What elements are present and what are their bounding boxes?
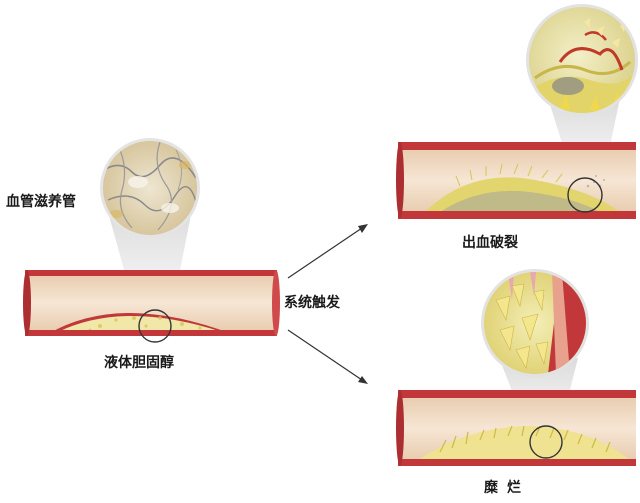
vessel-rupture bbox=[396, 142, 636, 219]
vessel-opening-left bbox=[23, 270, 31, 336]
arrowhead-erosion bbox=[358, 376, 368, 384]
vessel-left bbox=[23, 270, 280, 342]
vasa-vasorum-label: 血管滋养管 bbox=[6, 194, 76, 210]
arrowhead-rupture bbox=[358, 224, 368, 233]
arrow-to-rupture bbox=[288, 228, 362, 278]
arrow-to-erosion bbox=[288, 330, 362, 380]
vessel-opening-right bbox=[272, 270, 280, 336]
erosion-label: 糜烂 bbox=[484, 480, 530, 496]
hemorrhage-rupture-label: 出血破裂 bbox=[462, 235, 518, 251]
liquid-cholesterol-label: 液体胆固醇 bbox=[104, 355, 174, 371]
vessel-erosion bbox=[396, 390, 636, 466]
systemic-trigger-label: 系统触发 bbox=[284, 295, 340, 311]
vessel-opening-left bbox=[396, 390, 404, 466]
vessel-opening-left bbox=[396, 142, 404, 218]
erosion-close-up bbox=[484, 272, 586, 374]
